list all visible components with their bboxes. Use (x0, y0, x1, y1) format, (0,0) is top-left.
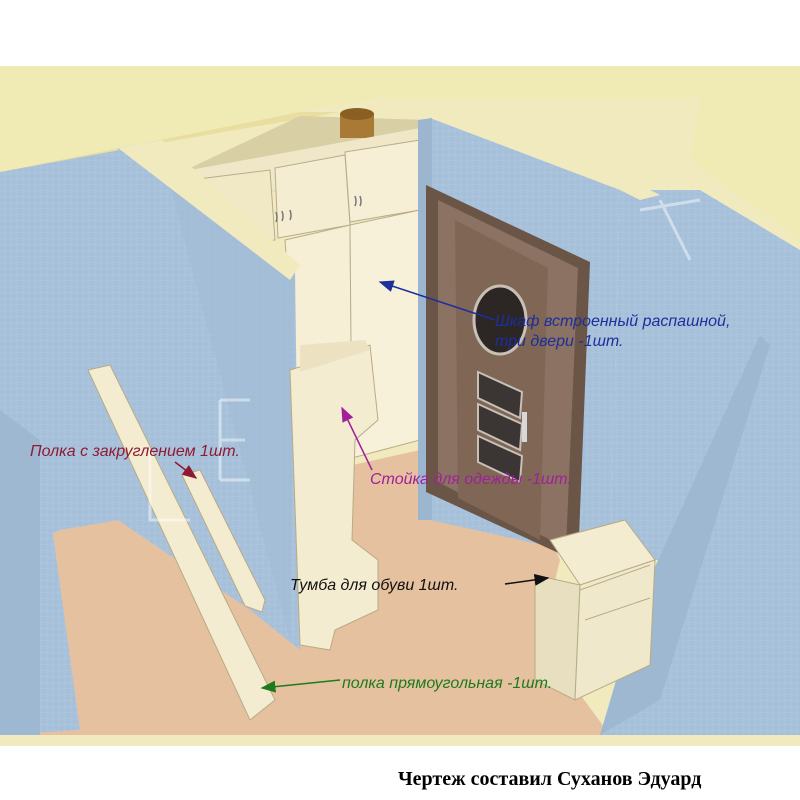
clothes-stand-label: Стойка для одежды -1шт. (370, 471, 572, 488)
rectangular-shelf (87, 364, 276, 721)
rounded-shelf-label: Полка с закруглением 1шт. (30, 443, 240, 460)
pipe (340, 108, 374, 138)
watermark-lettering (148, 198, 701, 522)
far-left-wall (0, 150, 120, 735)
shoe-arrow (504, 573, 550, 586)
wardrobe-label: Шкаф встроенный распашной, три двери -1ш… (495, 312, 730, 352)
clothes-stand (289, 340, 379, 651)
rounded-shelf-arrow (174, 461, 198, 479)
wardrobe-arrow (378, 280, 496, 321)
wardrobe-handles (275, 195, 362, 223)
stand-arrow (341, 406, 373, 471)
wardrobe-label-line2: три двери -1шт. (495, 333, 624, 350)
door-wall-top (380, 98, 700, 190)
author-credit: Чертеж составил Суханов Эдуард (398, 768, 702, 790)
shoe-cabinet (534, 519, 656, 701)
wardrobe-label-line1: Шкаф встроенный распашной, (495, 313, 731, 330)
rect-shelf-arrow (260, 679, 341, 693)
entrance-door (426, 185, 590, 562)
shoe-cabinet-label: Тумба для обуви 1шт. (290, 577, 459, 594)
rect-shelf-label: полка прямоугольная -1шт. (342, 675, 553, 692)
